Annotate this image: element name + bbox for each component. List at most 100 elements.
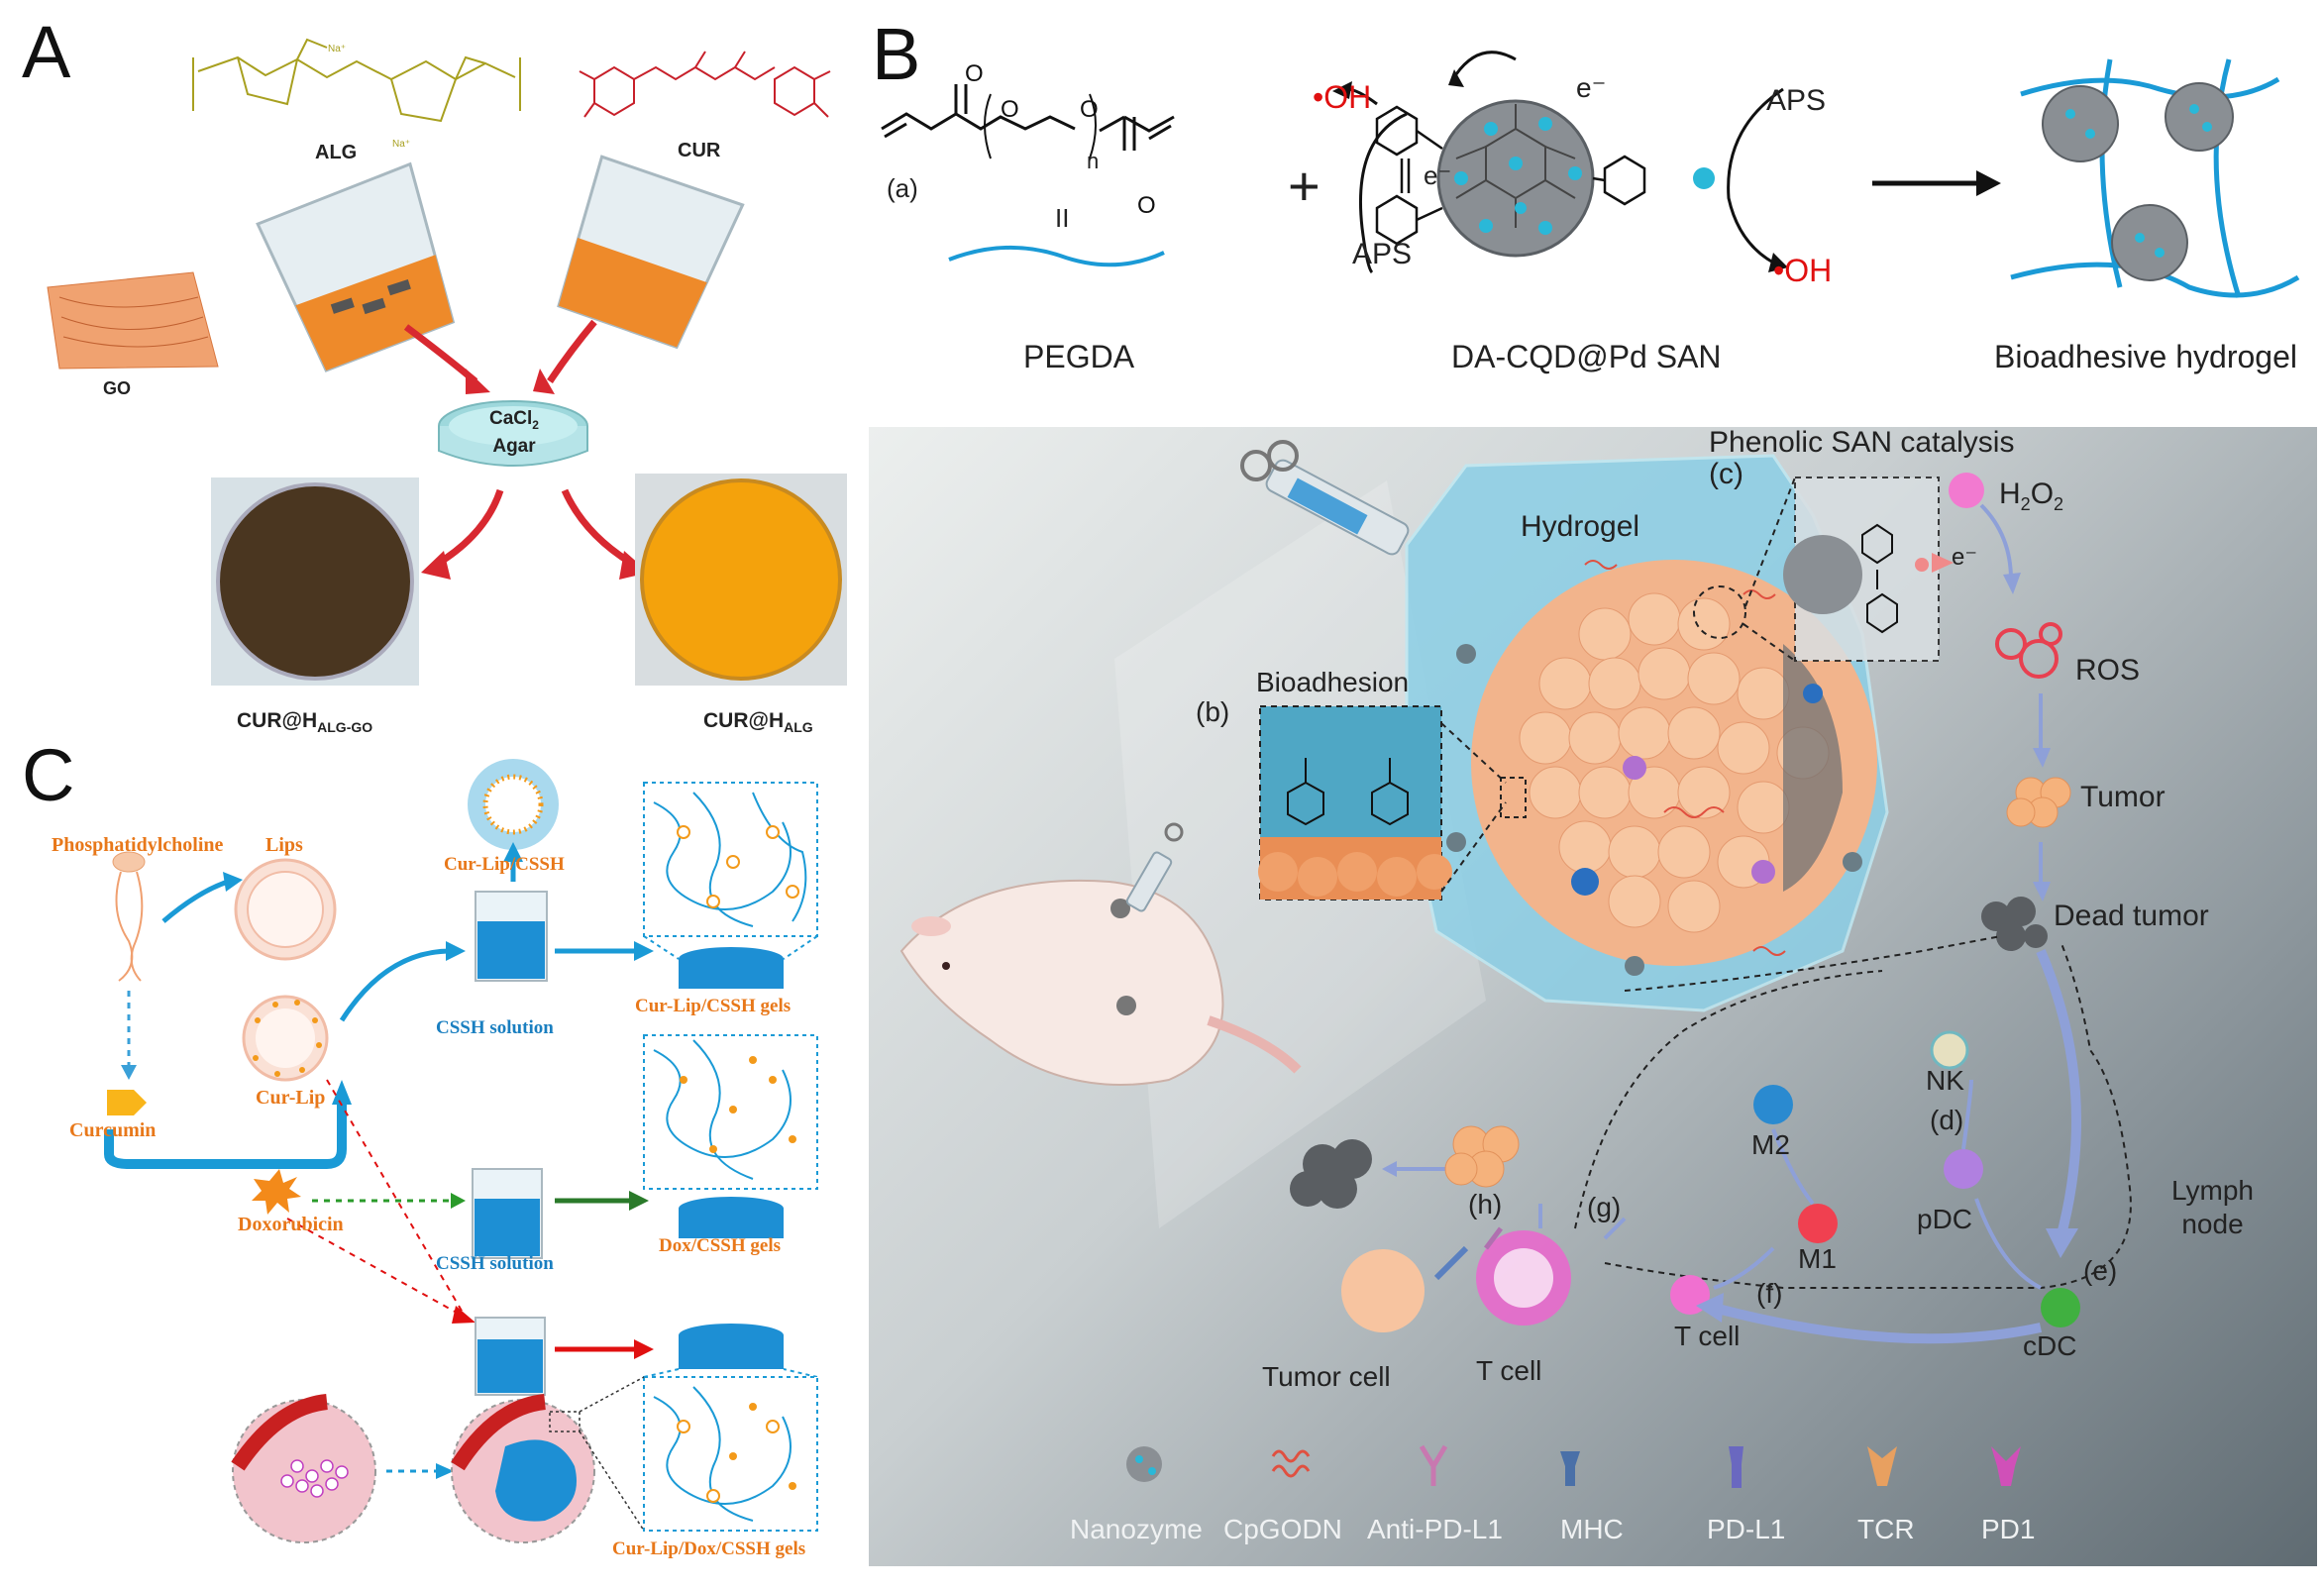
bioadhesive-hydrogel-label: Bioadhesive hydrogel bbox=[1994, 339, 2297, 374]
t-cell-label-2: T cell bbox=[1476, 1355, 1542, 1386]
right-beaker bbox=[557, 155, 745, 350]
prod2-sub: ALG bbox=[784, 719, 813, 736]
product-label-1: CUR@HALG-GO bbox=[237, 709, 372, 735]
dish-label: CaCl2 Agar bbox=[489, 408, 539, 458]
alg-label: ALG bbox=[315, 142, 358, 163]
aps-left: APS bbox=[1352, 238, 1413, 270]
legend-anti-pd-l1: Anti-PD-L1 bbox=[1367, 1514, 1503, 1544]
m2-label: M2 bbox=[1751, 1129, 1790, 1160]
gels-label-1: Cur-Lip/CSSH gels bbox=[635, 996, 792, 1016]
na-label-1: Na⁺ bbox=[328, 44, 347, 54]
g-label: (g) bbox=[1587, 1192, 1622, 1222]
nk-label: NK bbox=[1926, 1065, 1964, 1096]
pdc-label: pDC bbox=[1917, 1204, 1973, 1234]
phosphatidylcholine-label: Phosphatidylcholine bbox=[52, 834, 224, 856]
mouse bbox=[899, 879, 1302, 1086]
cssh-solution-label-1: CSSH solution bbox=[436, 1017, 554, 1038]
oh-left: •OH bbox=[1313, 79, 1372, 115]
a-label: (a) bbox=[887, 173, 918, 203]
prod1-sub: ALG-GO bbox=[317, 719, 373, 736]
ros-label: ROS bbox=[2075, 654, 2141, 687]
aps-right: APS bbox=[1766, 84, 1827, 117]
f-label: (f) bbox=[1756, 1278, 1783, 1309]
panel-letter-c: C bbox=[22, 734, 75, 816]
gels-label-2: Dox/CSSH gels bbox=[659, 1235, 781, 1256]
svg-text:O: O bbox=[1001, 96, 1019, 123]
cur-label: CUR bbox=[678, 140, 721, 161]
bioadhesion-label: Bioadhesion bbox=[1256, 667, 1410, 697]
h2o2-o: O bbox=[2030, 477, 2055, 510]
lymph-line2: node bbox=[2181, 1209, 2244, 1239]
hydrogel-network bbox=[2010, 58, 2300, 298]
legend-nanozyme: Nanozyme bbox=[1070, 1514, 1203, 1544]
san-label: DA-CQD@Pd SAN bbox=[1451, 339, 1722, 374]
h2o2-h: H bbox=[1999, 477, 2021, 510]
e-step-label: (e) bbox=[2083, 1255, 2118, 1286]
h2o2-label: H2O2 bbox=[1999, 477, 2063, 515]
pegda-structure bbox=[881, 84, 1175, 159]
doxorubicin-label: Doxorubicin bbox=[238, 1214, 344, 1235]
curlip-label: Cur-Lip bbox=[256, 1087, 326, 1109]
e-minus-label: e⁻ bbox=[1952, 544, 1978, 571]
product-alg-go bbox=[211, 477, 419, 686]
gels-label-3: Cur-Lip/Dox/CSSH gels bbox=[612, 1538, 806, 1559]
dead-tumor-label: Dead tumor bbox=[2054, 900, 2209, 932]
left-beaker bbox=[256, 161, 456, 372]
oh-right: •OH bbox=[1773, 253, 1833, 288]
m1-label: M1 bbox=[1798, 1243, 1837, 1274]
legend-icons bbox=[1126, 1444, 2021, 1488]
e-minus-2: e⁻ bbox=[1424, 160, 1452, 190]
n-label: n bbox=[1087, 149, 1100, 173]
lymph-node-label: Lymph node bbox=[2171, 1174, 2254, 1241]
b-label: (b) bbox=[1196, 696, 1230, 727]
panel-letter-b: B bbox=[872, 13, 921, 95]
tumor-label: Tumor bbox=[2080, 781, 2166, 813]
prod2-main: CUR@H bbox=[703, 709, 785, 732]
t-cell-label-1: T cell bbox=[1674, 1321, 1741, 1351]
na-label-2: Na⁺ bbox=[392, 139, 411, 150]
lips-label: Lips bbox=[265, 834, 303, 856]
curcumin-label: Curcumin bbox=[69, 1119, 157, 1141]
tumor-cell-label: Tumor cell bbox=[1262, 1361, 1391, 1392]
curlip-cssh-label: Cur-Lip/CSSH bbox=[444, 854, 565, 875]
d-label: (d) bbox=[1930, 1105, 1964, 1135]
san-structure bbox=[1332, 51, 1788, 274]
legend-pd1: PD1 bbox=[1981, 1514, 2036, 1544]
h2o2-sub2: 2 bbox=[2054, 494, 2064, 514]
svg-text:O: O bbox=[1137, 192, 1156, 219]
legend-mhc: MHC bbox=[1560, 1514, 1624, 1544]
product-label-2: CUR@HALG bbox=[703, 709, 813, 735]
pegda-label: PEGDA bbox=[1023, 339, 1135, 374]
phenolic-label: Phenolic SAN catalysis bbox=[1709, 426, 2015, 459]
hydrogel-label: Hydrogel bbox=[1521, 510, 1640, 543]
c-label: (c) bbox=[1709, 458, 1743, 490]
petri-dish bbox=[438, 400, 588, 467]
svg-text:O: O bbox=[1080, 96, 1099, 123]
product-alg bbox=[635, 474, 847, 686]
h2o2-sub1: 2 bbox=[2020, 494, 2031, 514]
h-label: (h) bbox=[1468, 1189, 1503, 1220]
lymph-line1: Lymph bbox=[2171, 1175, 2255, 1206]
go-label: GO bbox=[103, 378, 132, 398]
ii-label: II bbox=[1055, 203, 1070, 233]
dish-line1: CaCl bbox=[489, 408, 533, 429]
dish-sub: 2 bbox=[532, 417, 539, 432]
syringe bbox=[1240, 440, 1410, 556]
cur-structure bbox=[579, 51, 831, 118]
legend-pd-l1: PD-L1 bbox=[1707, 1514, 1786, 1544]
cdc-label: cDC bbox=[2023, 1330, 2077, 1361]
panel-letter-a: A bbox=[22, 11, 71, 93]
e-minus-1: e⁻ bbox=[1576, 72, 1607, 103]
legend-cpgodn: CpGODN bbox=[1223, 1514, 1342, 1544]
dish-line2: Agar bbox=[492, 435, 536, 457]
go-sheet bbox=[47, 260, 297, 370]
cssh-solution-label-2: CSSH solution bbox=[436, 1253, 554, 1274]
alg-structure bbox=[192, 38, 521, 123]
legend-tcr: TCR bbox=[1857, 1514, 1915, 1544]
svg-text:O: O bbox=[965, 60, 984, 87]
prod1-main: CUR@H bbox=[237, 709, 318, 732]
